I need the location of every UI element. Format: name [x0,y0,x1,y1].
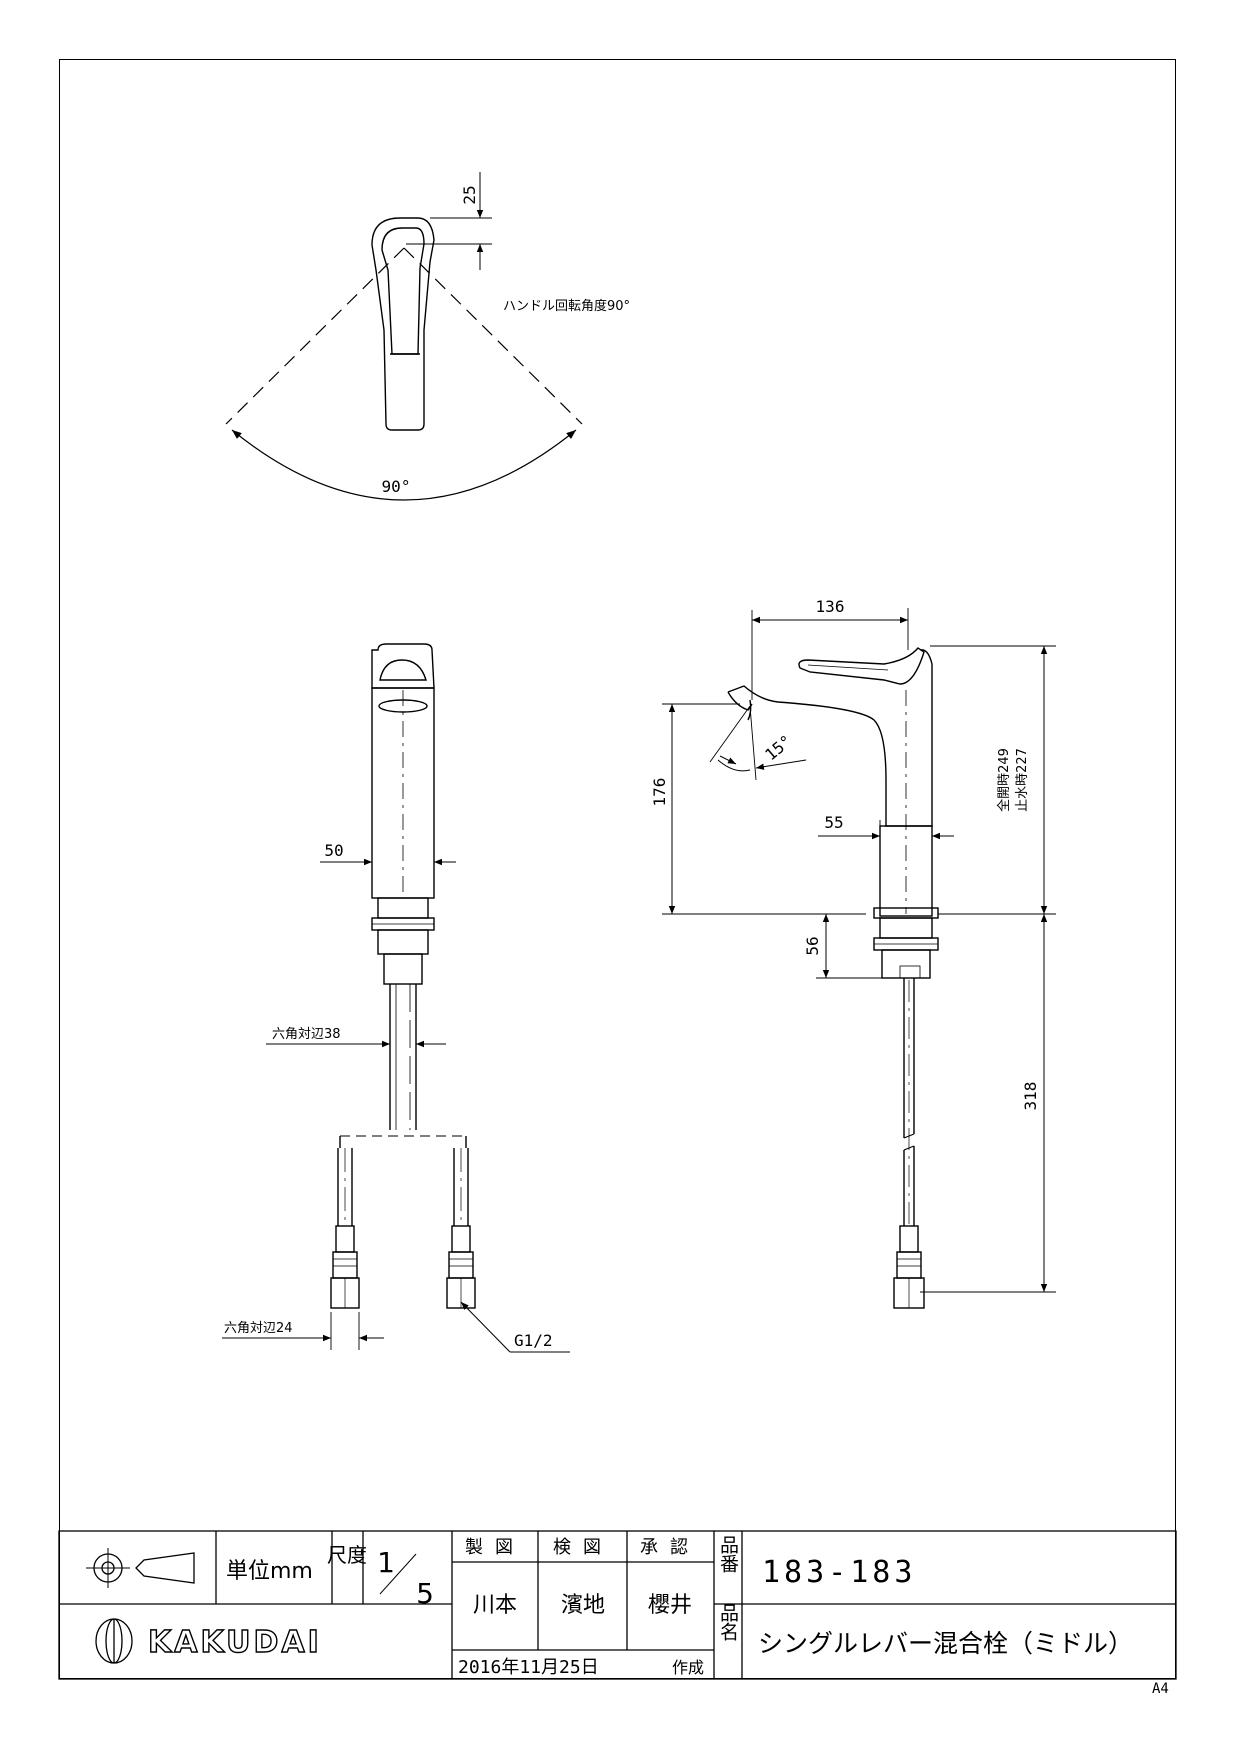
dim-50: 50 [324,841,343,860]
handle-rotation-note: ハンドル回転角度90° [503,298,630,314]
product-name: シングルレバー混合栓（ミドル） [758,1629,1133,1658]
creation-date: 2016年11月25日 [458,1657,599,1678]
kakudai-logo: KAKUDAI [148,1625,322,1660]
scale-denominator: 5 [416,1577,434,1610]
unit-label: 単位mm [226,1559,313,1584]
drafter-name: 川本 [473,1593,517,1618]
checker-name: 濱地 [561,1593,605,1618]
part-number-label: 品番 [717,1535,739,1573]
thread-g-half: G1/2 [514,1331,553,1350]
front-view [222,643,570,1353]
role-drafter: 製図 [465,1537,525,1558]
dim-hex-24: 六角対辺24 [224,1321,293,1336]
dim-56: 56 [803,936,822,955]
scale-numerator: 1 [377,1546,395,1579]
scale-label: 尺度 [327,1543,367,1567]
role-checker: 検図 [553,1537,613,1558]
dim-closed-227: 止水時227 [1015,748,1030,812]
dim-176: 176 [650,778,669,807]
dim-318: 318 [1021,1082,1040,1111]
product-name-label: 品名 [717,1603,739,1641]
side-view [662,608,1056,1309]
dim-angle-90: 90° [382,477,411,496]
part-number: 183-183 [762,1555,916,1590]
dim-25: 25 [460,185,479,204]
sheet-size: A4 [1152,1681,1169,1697]
creation-label: 作成 [672,1658,704,1677]
dim-136: 136 [816,597,845,616]
dim-15-degree: 15° [761,731,795,764]
dim-open-249: 全開時249 [996,748,1012,812]
dim-hex-38: 六角対辺38 [272,1027,341,1042]
title-block: 単位mm 尺度 1 5 製図 検図 承認 川本 濱地 櫻井 2016年11月25… [58,1530,1177,1680]
approver-name: 櫻井 [648,1593,692,1618]
top-view [225,172,583,501]
dim-55: 55 [824,813,843,832]
role-approver: 承認 [640,1537,700,1558]
